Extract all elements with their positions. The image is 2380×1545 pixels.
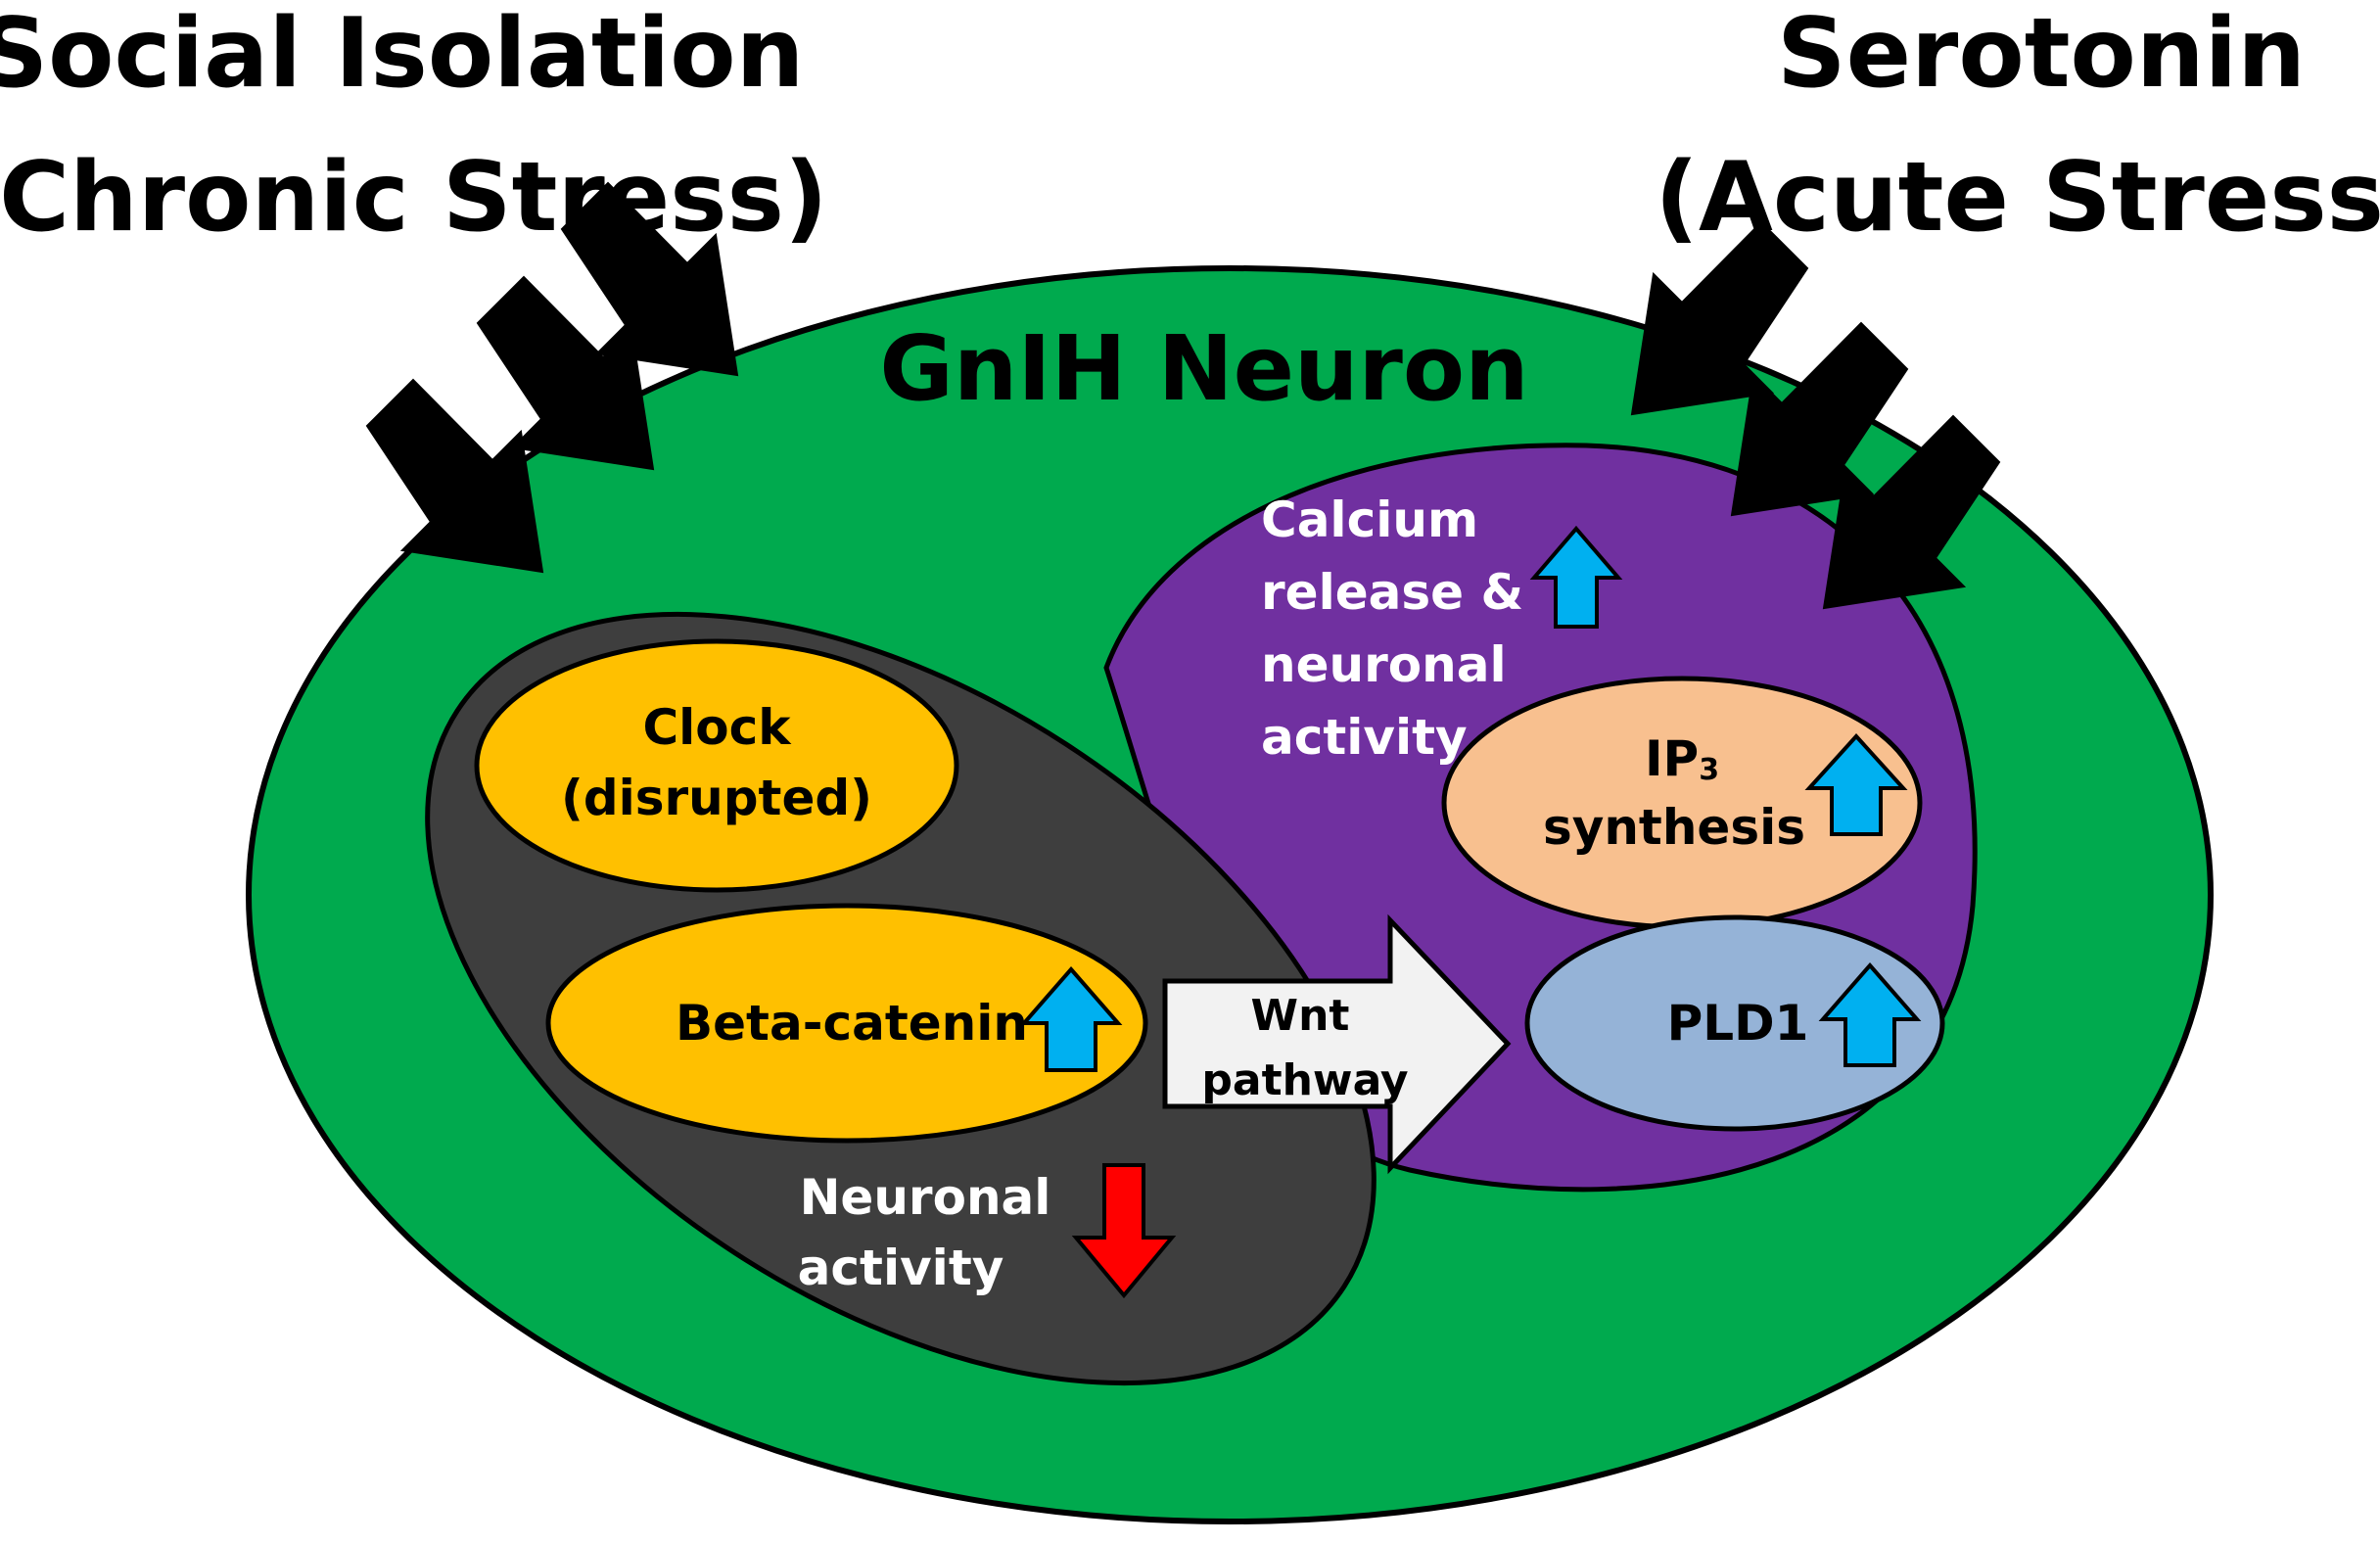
chronic-stress-arrow-icon-2 — [476, 275, 655, 471]
acute-stress-arrow-icon-1 — [1630, 220, 1809, 416]
neuronal-activity-down-arrow-icon — [1071, 1163, 1177, 1299]
clock-label-line2: (disrupted) — [561, 770, 872, 826]
right-title-line2: (Acute Stress) — [1655, 142, 2380, 254]
right-title-line1: Serotonin — [1777, 0, 2306, 110]
wnt-pathway-label-line1: Wnt — [1251, 991, 1350, 1041]
beta-catenin-label: Beta-catenin — [676, 995, 1028, 1052]
left-title-line1: Social Isolation — [0, 0, 804, 110]
chronic-stress-arrow-icon-1 — [365, 378, 544, 574]
wnt-pathway-arrow — [1162, 913, 1512, 1175]
calcium-label-line3: neuronal — [1261, 636, 1507, 693]
ip3-main: IP — [1645, 730, 1699, 787]
beta-catenin-node — [545, 903, 1148, 1144]
left-title-line2: (Chronic Stress) — [0, 142, 828, 254]
calcium-up-arrow-icon — [1529, 525, 1623, 629]
ip3-label-line1: IP3 — [1645, 730, 1719, 787]
neuronal-activity-label-line1: Neuronal — [800, 1169, 1051, 1226]
pld1-up-arrow-icon — [1818, 961, 1922, 1067]
ip3-label-line2: synthesis — [1543, 799, 1805, 856]
ip3-subscript: 3 — [1699, 753, 1719, 787]
wnt-pathway-label-line2: pathway — [1201, 1055, 1408, 1105]
pld1-label: PLD1 — [1667, 995, 1809, 1052]
clock-node — [474, 638, 959, 893]
ip3-up-arrow-icon — [1804, 733, 1908, 836]
neuron-title: GnIH Neuron — [879, 316, 1528, 421]
calcium-label-line2: release & — [1261, 564, 1523, 621]
chronic-stress-arrow-icon-3 — [560, 181, 739, 377]
calcium-label-line1: Calcium — [1261, 492, 1478, 548]
clock-label-line1: Clock — [642, 699, 792, 756]
pld1-node — [1524, 914, 1945, 1132]
calcium-label-line4: activity — [1261, 709, 1468, 766]
neuronal-activity-label-line2: activity — [798, 1240, 1004, 1296]
acute-stress-arrow-icon-3 — [1822, 414, 2001, 610]
beta-catenin-up-arrow-icon — [1019, 965, 1123, 1072]
